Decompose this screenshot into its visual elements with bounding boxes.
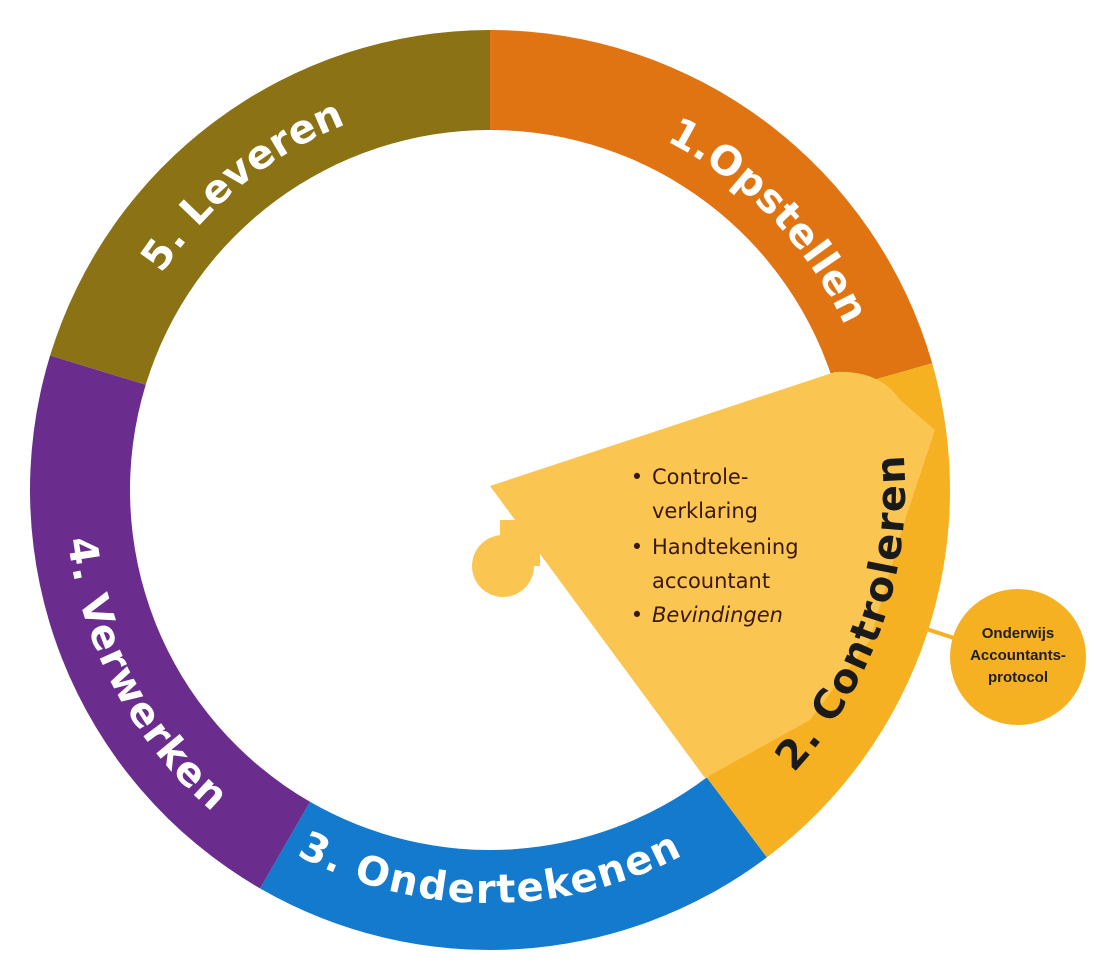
detail-line: accountant [652, 569, 770, 593]
detail-wedge: • Controle-verklaring • Handtekening account… [472, 371, 935, 778]
segment-opstellen [490, 30, 933, 391]
badge-circle [950, 589, 1086, 725]
knob-opstellen-0 [501, 51, 564, 114]
detail-bullet: • [631, 535, 643, 559]
detail-line: Bevindingen [652, 603, 783, 627]
segment-verwerken [30, 355, 311, 889]
knob-ondertekenen-3 [292, 833, 355, 896]
knob-verwerken-4 [56, 380, 119, 443]
knob-controleren-2 [738, 758, 801, 821]
badge-line: Onderwijs [982, 625, 1055, 642]
badge-line: Accountants- [970, 647, 1066, 664]
segment-leveren [50, 30, 490, 385]
detail-line: Controle- [652, 465, 748, 489]
detail-wedge-shape [490, 371, 935, 778]
badge-line: protocol [988, 669, 1048, 686]
detail-line: verklaring [652, 499, 758, 523]
detail-bullet: • [631, 465, 643, 489]
detail-bullet: • [631, 603, 643, 627]
segment-ondertekenen [260, 777, 767, 950]
detail-line: Handtekening [652, 535, 799, 559]
badge-connector [904, 620, 961, 642]
